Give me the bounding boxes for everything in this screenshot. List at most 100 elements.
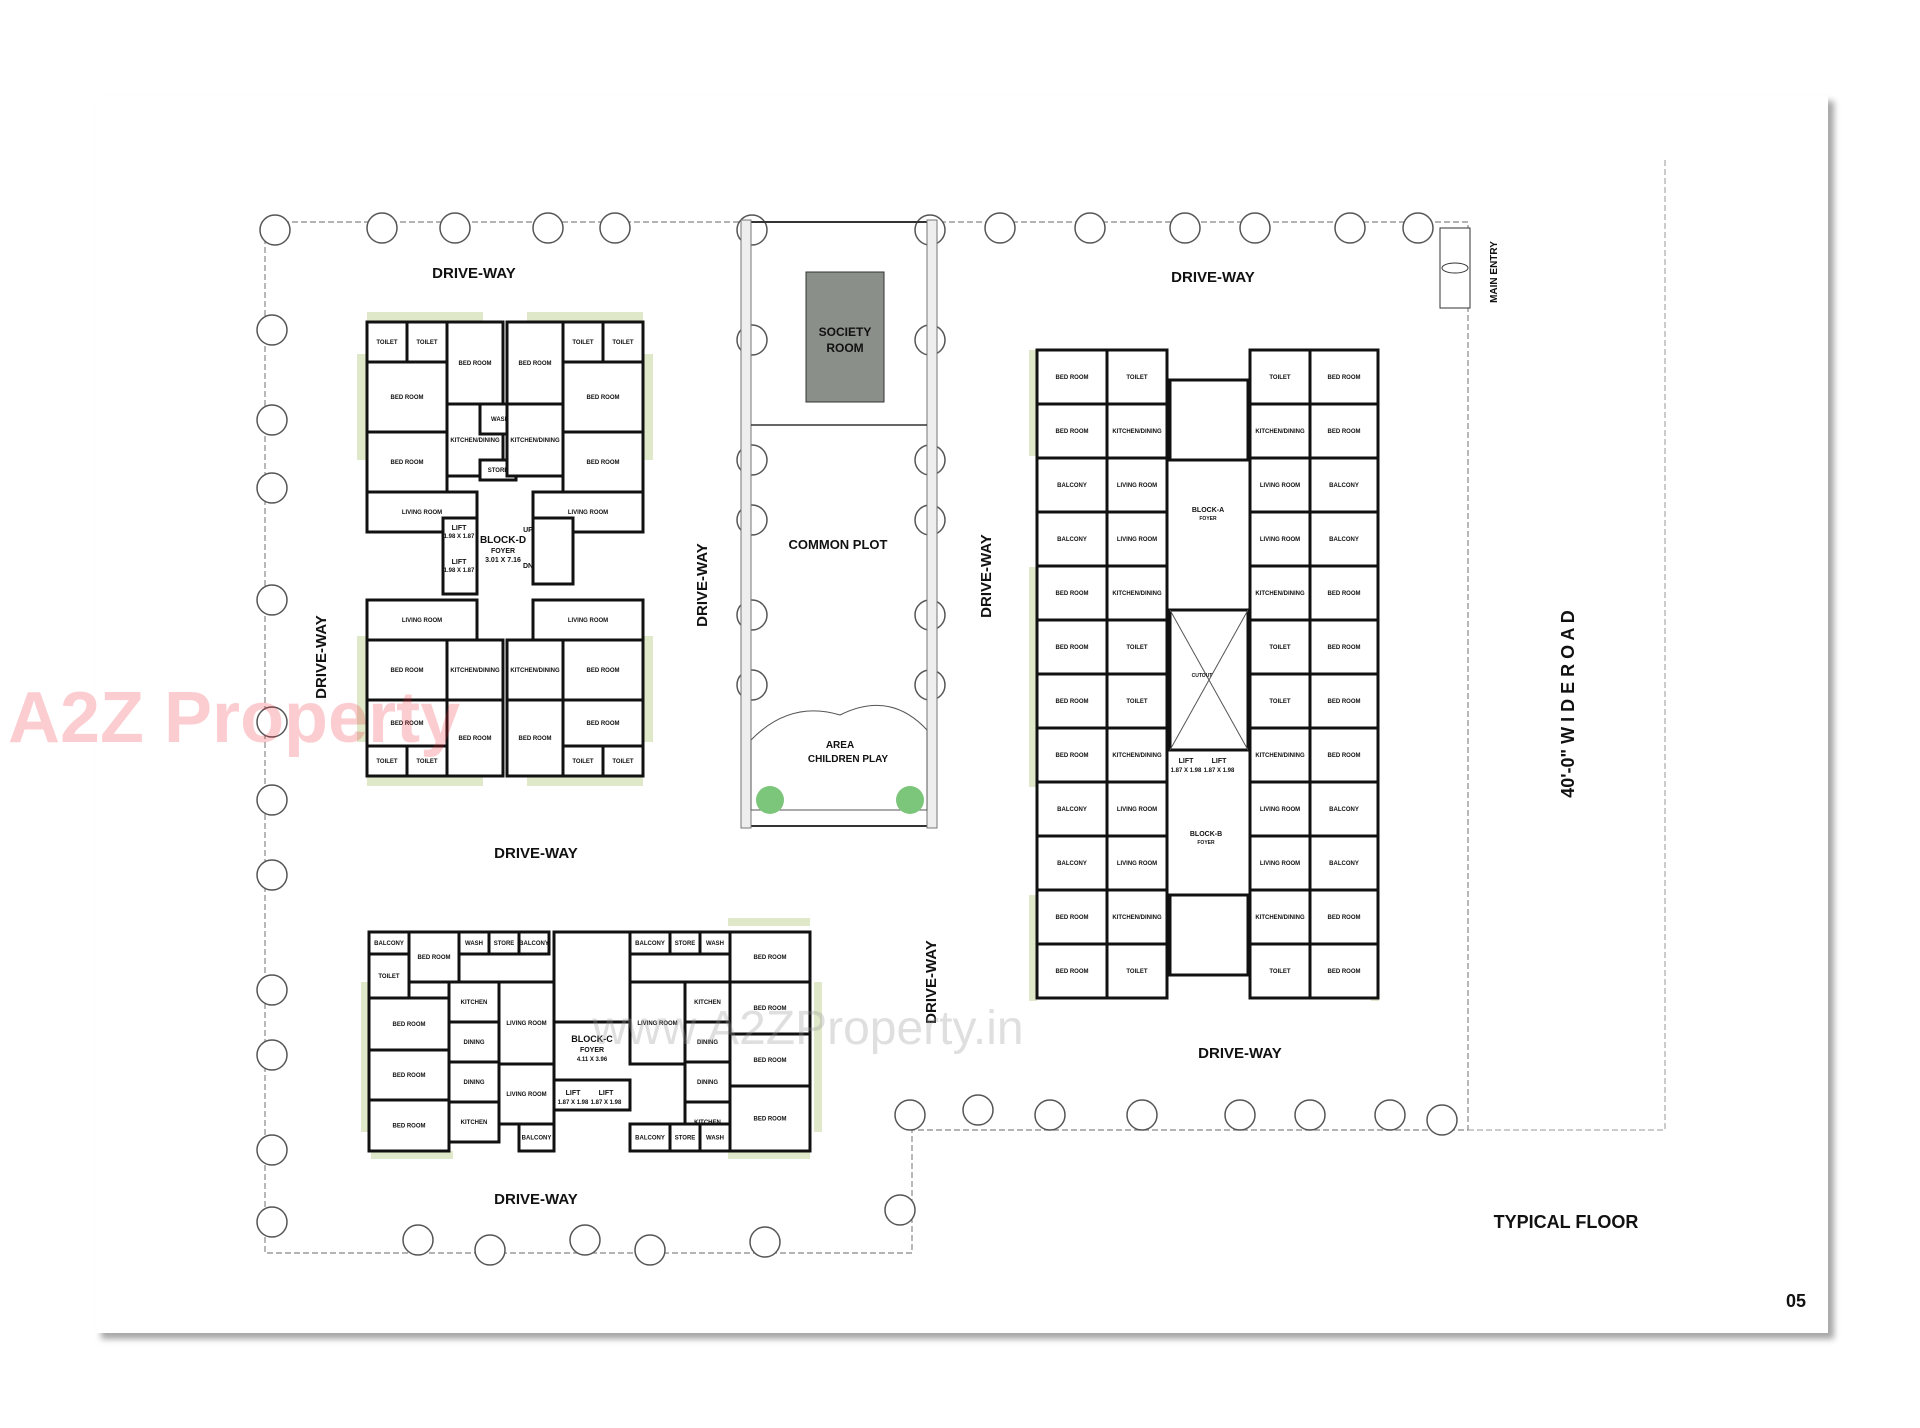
room — [683, 1060, 732, 1104]
tree-icon — [569, 1224, 601, 1256]
room-label: TOILET — [416, 759, 438, 765]
room — [1035, 456, 1109, 514]
room-label: TOILET — [378, 974, 400, 980]
room — [1308, 618, 1380, 676]
room-label: KITCHEN/DINING — [510, 668, 560, 674]
room — [445, 638, 505, 702]
children-play-label: AREA — [826, 740, 854, 751]
room — [517, 930, 551, 956]
room-label: KITCHEN/DINING — [1112, 429, 1162, 435]
tree-icon — [599, 212, 631, 244]
room — [531, 598, 645, 642]
room-label: KITCHEN/DINING — [1112, 591, 1162, 597]
tree-icon — [749, 1226, 781, 1258]
tree-icon — [439, 212, 471, 244]
room-label: BED ROOM — [1056, 969, 1089, 975]
room — [1248, 510, 1312, 568]
room — [1035, 942, 1109, 1000]
room — [1248, 564, 1312, 622]
room — [1308, 726, 1380, 784]
room-label: WASH — [706, 941, 724, 947]
room-label: BALCONY — [635, 941, 665, 947]
page-number: 05 — [1786, 1291, 1806, 1311]
room-label: LIVING ROOM — [1260, 861, 1300, 867]
block-d-lift-size: 1.98 X 1.87 — [444, 534, 475, 540]
room-label: BED ROOM — [754, 955, 787, 961]
room-label: BALCONY — [1057, 807, 1087, 813]
room-label: KITCHEN/DINING — [450, 438, 500, 444]
block-b-label: BLOCK-B — [1190, 831, 1222, 838]
tree-icon — [1034, 1099, 1066, 1131]
room-label: LIVING ROOM — [506, 1092, 546, 1098]
room — [698, 1122, 732, 1153]
room-label: TOILET — [572, 340, 594, 346]
room-label: BED ROOM — [391, 395, 424, 401]
room-label: BED ROOM — [1056, 915, 1089, 921]
driveway-label: DRIVE-WAY — [1198, 1045, 1282, 1062]
tree-icon — [1402, 212, 1434, 244]
driveway-label: DRIVE-WAY — [978, 534, 995, 618]
ab-lift: LIFT — [1212, 758, 1227, 765]
room-label: LIVING ROOM — [568, 510, 608, 516]
room — [367, 952, 411, 1000]
room — [1308, 780, 1380, 838]
room — [1168, 378, 1250, 462]
room — [405, 744, 449, 778]
room-label: BED ROOM — [1328, 699, 1361, 705]
room — [628, 1122, 672, 1153]
room-label: DINING — [464, 1080, 485, 1086]
driveway-label: DRIVE-WAY — [432, 265, 516, 282]
room — [561, 744, 605, 778]
room — [1308, 888, 1380, 946]
room-label: KITCHEN/DINING — [1255, 429, 1305, 435]
room-label: STORE — [494, 941, 515, 947]
room-label: BED ROOM — [519, 736, 552, 742]
tree-icon — [1294, 1099, 1326, 1131]
room-label: BED ROOM — [459, 736, 492, 742]
room-label: BALCONY — [1057, 537, 1087, 543]
room-label: BED ROOM — [754, 1006, 787, 1012]
room-label: KITCHEN/DINING — [1112, 915, 1162, 921]
room-label: BALCONY — [1057, 483, 1087, 489]
room-label: STORE — [675, 1136, 696, 1142]
room-label: TOILET — [1269, 645, 1291, 651]
room — [505, 402, 565, 478]
tree-icon — [256, 472, 288, 504]
room-label: LIVING ROOM — [1117, 537, 1157, 543]
block-d-lift: LIFT — [452, 559, 467, 566]
room — [441, 516, 479, 596]
room — [1248, 618, 1312, 676]
society-room — [805, 271, 885, 403]
ab-lift-size: 1.87 X 1.98 — [1171, 768, 1202, 774]
room — [728, 1032, 812, 1088]
room — [531, 516, 575, 586]
tree-icon — [1126, 1099, 1158, 1131]
room-label: KITCHEN — [461, 1000, 488, 1006]
room — [668, 1122, 702, 1153]
room-label: BED ROOM — [1056, 753, 1089, 759]
room-label: TOILET — [612, 759, 634, 765]
room-label: LIVING ROOM — [568, 618, 608, 624]
room-label: BED ROOM — [1056, 699, 1089, 705]
room-label: KITCHEN/DINING — [1255, 591, 1305, 597]
room-label: BALCONY — [1329, 861, 1359, 867]
room — [505, 638, 565, 702]
room-label: STORE — [675, 941, 696, 947]
tree-icon — [474, 1234, 506, 1266]
block-a-label: BLOCK-A — [1192, 507, 1224, 514]
room-label: BALCONY — [1329, 483, 1359, 489]
room-label: LIVING ROOM — [1260, 483, 1300, 489]
society-room-label: ROOM — [826, 341, 863, 355]
room-label: TOILET — [416, 340, 438, 346]
room — [1035, 672, 1109, 730]
room-label: BED ROOM — [1328, 591, 1361, 597]
room-label: TOILET — [1269, 375, 1291, 381]
room-label: BED ROOM — [1328, 753, 1361, 759]
tree-icon — [1374, 1099, 1406, 1131]
ab-lift: LIFT — [1179, 758, 1194, 765]
room-label: BED ROOM — [587, 721, 620, 727]
block-d-lift: LIFT — [452, 525, 467, 532]
tree-icon — [256, 1206, 288, 1238]
room — [1248, 888, 1312, 946]
society-room-label: SOCIETY — [819, 325, 872, 339]
